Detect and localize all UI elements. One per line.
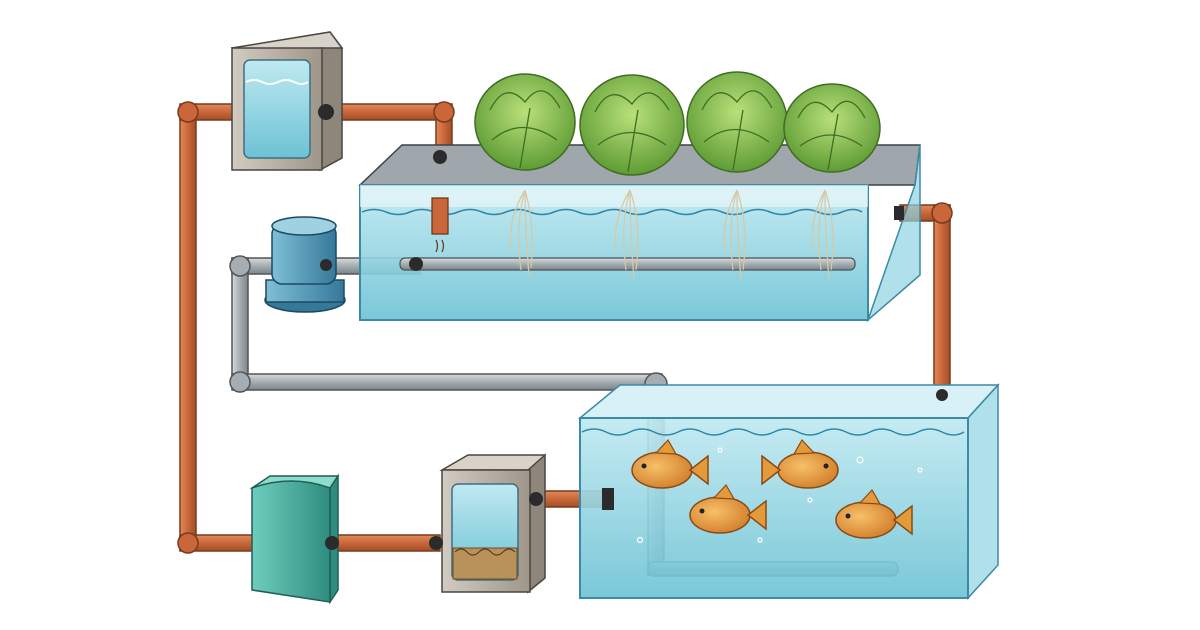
grey-pipe-left-down [231, 257, 249, 389]
water-ripple [245, 79, 309, 85]
grey-pipe-bottom-run [231, 373, 663, 391]
fish-tank-inlet [602, 488, 614, 510]
copper-elbow [433, 101, 455, 123]
header-tank-window [243, 59, 311, 159]
fish-tank-top-inlet [936, 389, 948, 401]
sump [249, 473, 340, 605]
fish [761, 438, 839, 489]
sump-outlet [325, 536, 339, 550]
grow-bed-top-inlet [433, 150, 447, 164]
air-pump-top [271, 216, 337, 236]
heater [431, 197, 449, 235]
plant-roots [509, 189, 834, 281]
lettuce-head [579, 74, 685, 176]
plants [474, 71, 881, 281]
grey-elbow [229, 255, 251, 277]
filter-media [452, 547, 518, 580]
copper-pipe-header-out [324, 103, 451, 121]
fish-group [631, 438, 913, 539]
copper-elbow [931, 202, 953, 224]
header-tank-outlet [318, 104, 334, 120]
water-surface [581, 428, 965, 436]
air-pump [264, 216, 346, 313]
grow-bed-outlet [894, 206, 904, 220]
filter-media-rocks [454, 548, 516, 556]
fish-tank-top [577, 384, 1000, 419]
grow-bed-side [866, 144, 921, 323]
fish [835, 488, 913, 539]
biofilter [429, 453, 547, 594]
lettuce-head [474, 73, 576, 171]
copper-elbow [177, 532, 199, 554]
heat-waves [435, 239, 445, 253]
header-tank [230, 31, 344, 172]
fish-tank-side [967, 383, 999, 600]
fish-tank-front [579, 417, 969, 599]
copper-pipe-left-vertical [179, 109, 197, 551]
fish [689, 483, 767, 534]
grow-bed [358, 144, 921, 323]
grow-bed-front [359, 184, 869, 321]
fish [631, 438, 709, 489]
biofilter-inlet [429, 536, 443, 550]
copper-elbow [177, 101, 199, 123]
copper-pipe-down-fishtank [933, 204, 951, 396]
lettuce-head [686, 71, 788, 173]
copper-pipe-sump-filter [329, 534, 441, 552]
air-pump-outlet [320, 259, 332, 271]
fish-tank [577, 383, 1000, 600]
sump-body [251, 480, 331, 603]
grey-elbow [229, 371, 251, 393]
grow-bed-inlet [409, 257, 423, 271]
biofilter-outlet [529, 492, 543, 506]
lettuce-head [783, 83, 881, 173]
grow-bed-air-line [399, 257, 856, 271]
